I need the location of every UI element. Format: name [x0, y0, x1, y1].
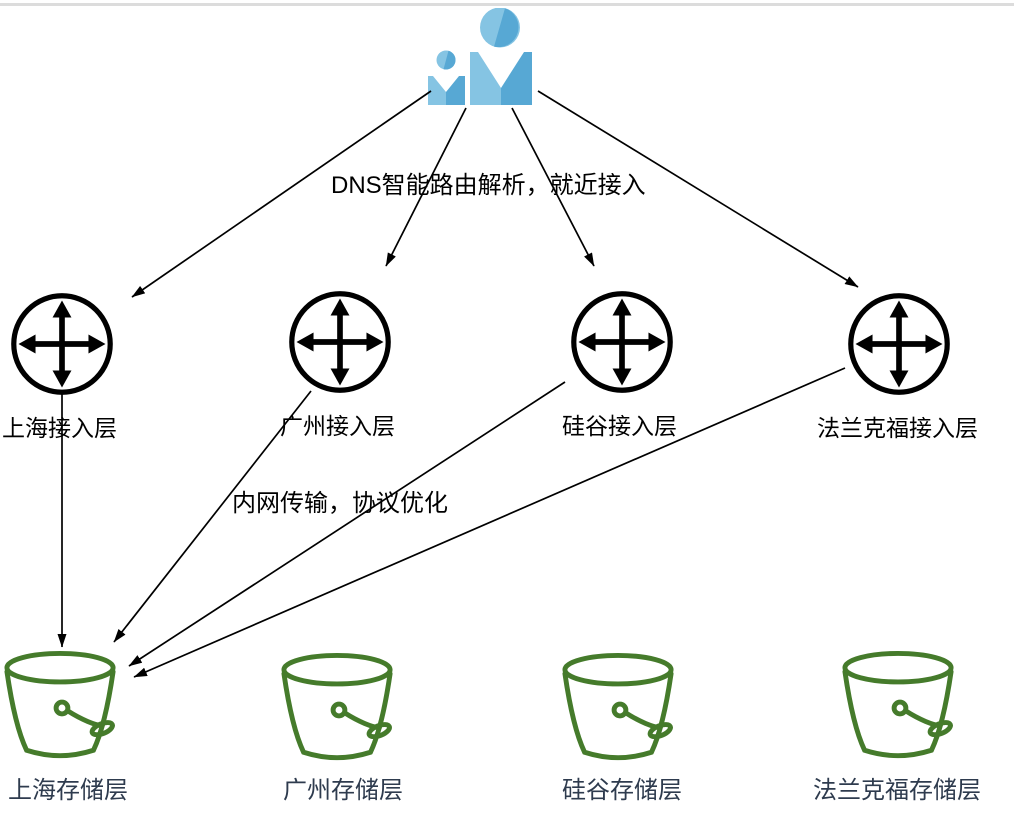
bucket-icon	[4, 650, 116, 759]
access-label-siliconvalley: 硅谷接入层	[562, 413, 677, 439]
router-icon	[11, 293, 113, 395]
edge-frankfurt-access-to-shanghai-storage	[133, 367, 846, 678]
access-label-shanghai: 上海接入层	[2, 415, 117, 441]
users-icon	[428, 8, 532, 105]
router-icon	[848, 293, 950, 395]
storage-node-guangzhou	[280, 651, 396, 774]
access-node-shanghai	[10, 292, 114, 401]
storage-node-siliconvalley	[561, 651, 677, 774]
access-label-frankfurt: 法兰克福接入层	[817, 415, 978, 441]
storage-label-siliconvalley: 硅谷存储层	[562, 777, 682, 804]
access-node-frankfurt	[847, 292, 951, 401]
storage-label-frankfurt: 法兰克福存储层	[813, 777, 981, 804]
top-border-line	[0, 3, 1014, 6]
access-node-guangzhou	[288, 290, 392, 399]
bucket-icon	[842, 650, 954, 759]
access-label-guangzhou: 广州接入层	[280, 413, 395, 439]
dns-routing-annotation: DNS智能路由解析，就近接入	[331, 172, 646, 199]
storage-label-shanghai: 上海存储层	[8, 777, 128, 804]
router-icon	[289, 291, 391, 393]
intranet-transfer-annotation: 内网传输，协议优化	[232, 490, 448, 517]
storage-label-guangzhou: 广州存储层	[283, 777, 403, 804]
bucket-icon	[562, 652, 674, 761]
storage-node-frankfurt	[841, 649, 957, 772]
access-node-siliconvalley	[570, 290, 674, 399]
storage-node-shanghai	[3, 649, 119, 772]
bucket-icon	[281, 652, 393, 761]
router-icon	[571, 291, 673, 393]
